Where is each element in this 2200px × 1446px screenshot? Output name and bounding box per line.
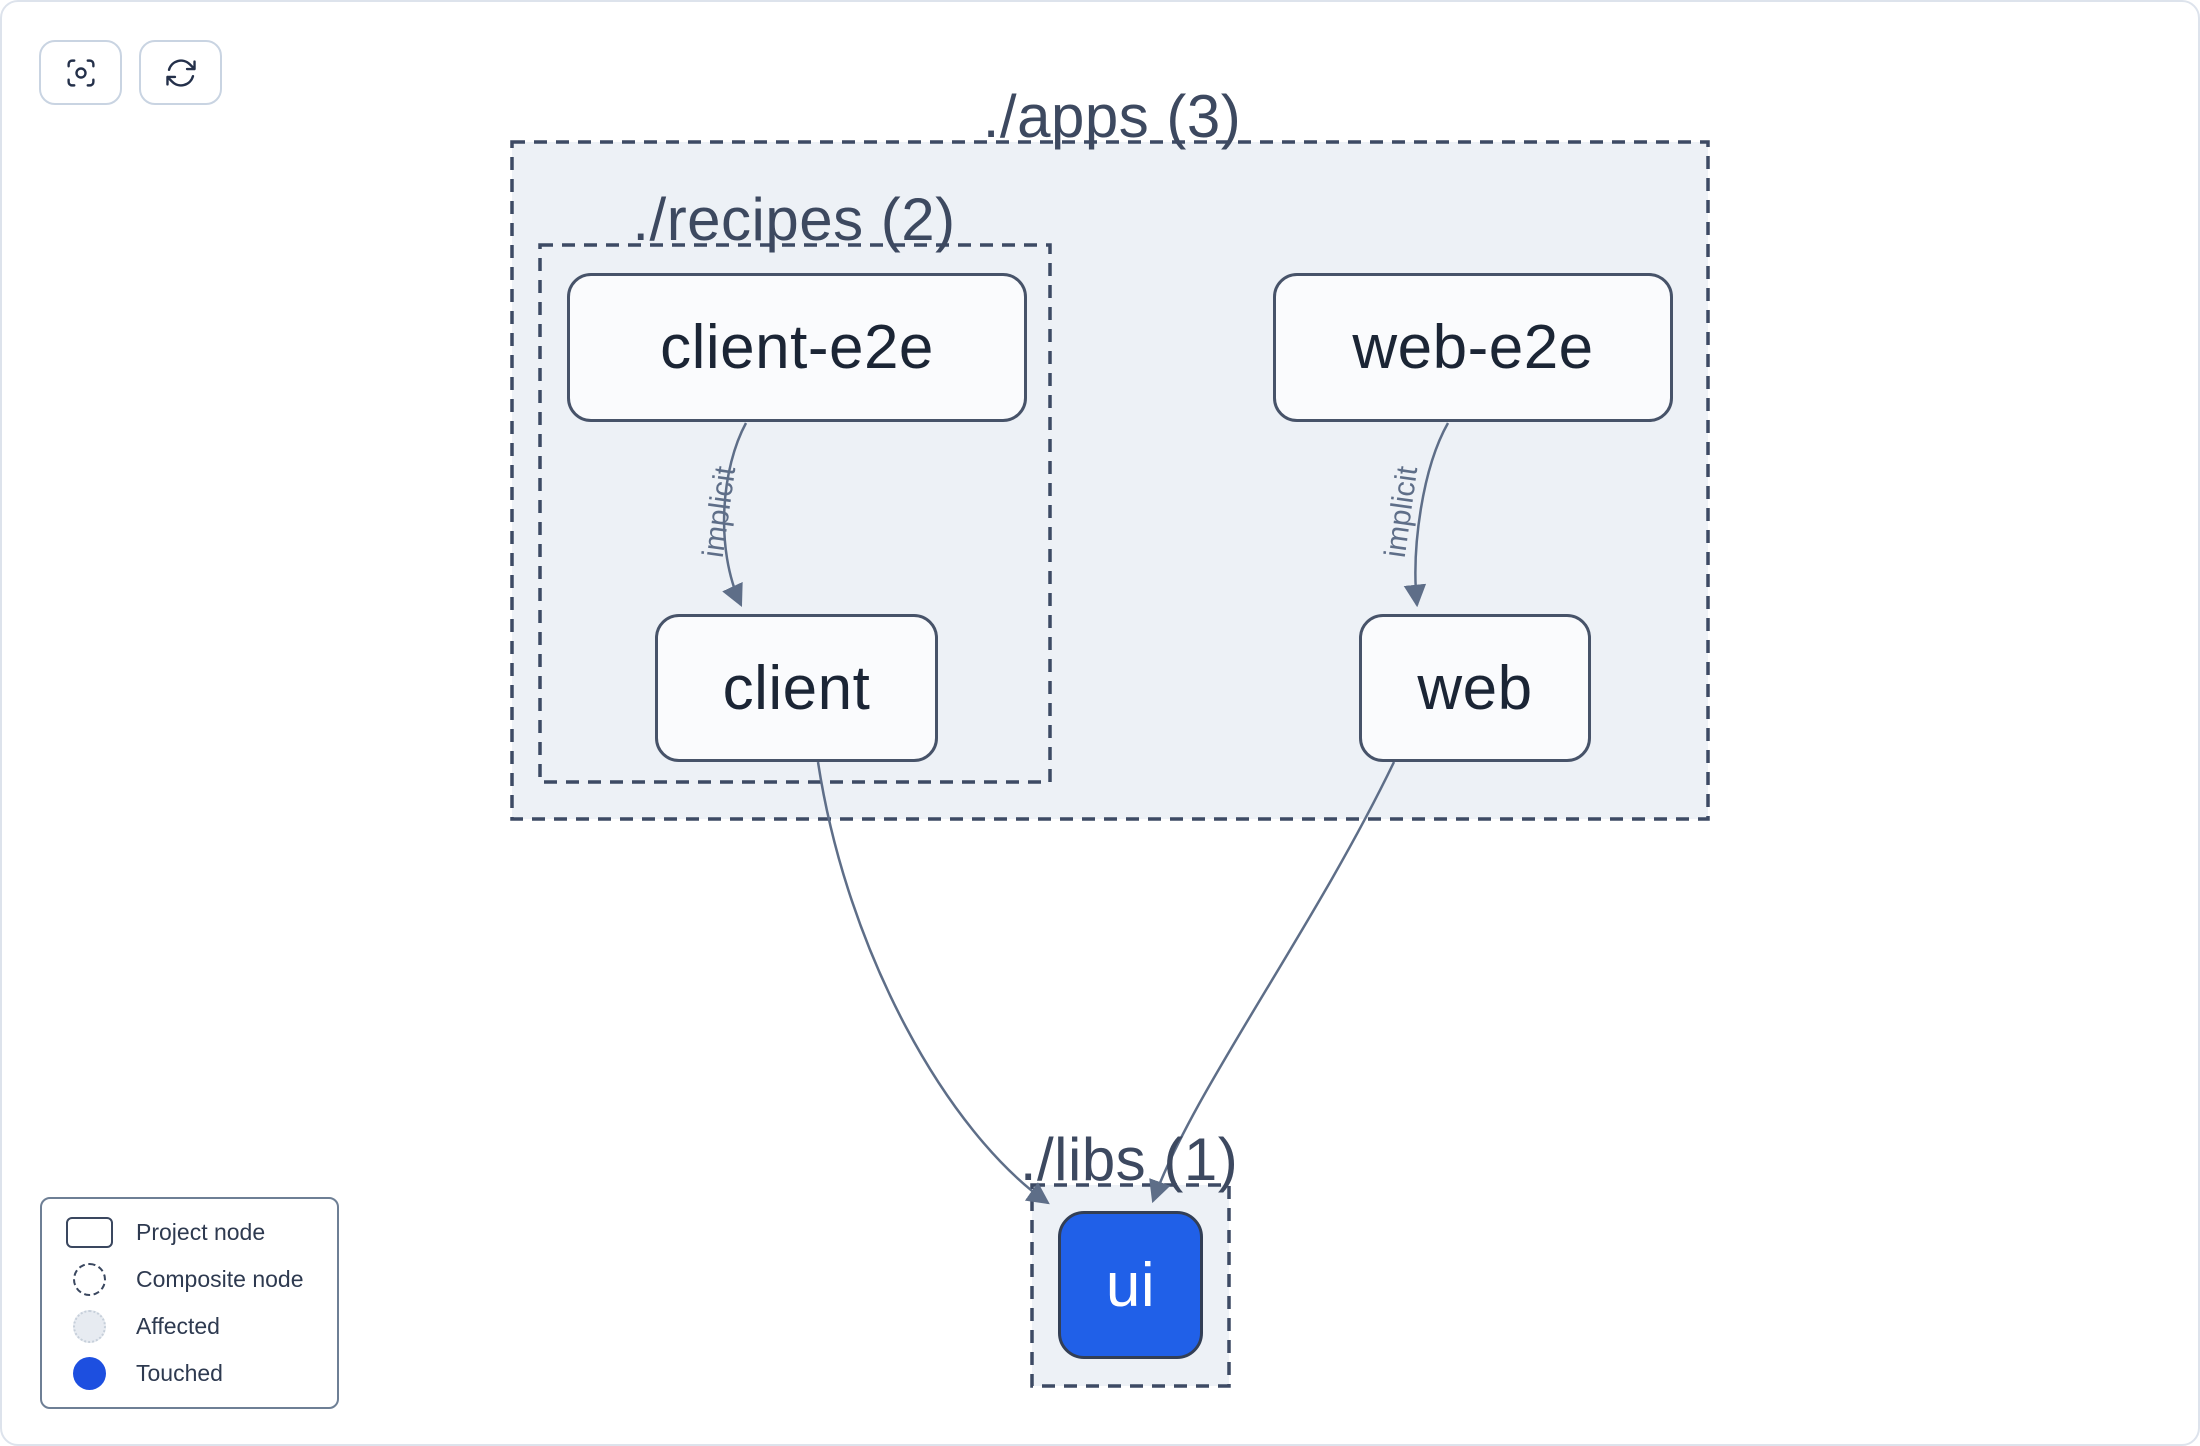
project-node-web-e2e[interactable]: web-e2e bbox=[1273, 273, 1673, 422]
project-node-ui[interactable]: ui bbox=[1058, 1211, 1203, 1359]
legend-label: Touched bbox=[136, 1360, 223, 1386]
edge-client-e2e-to-client bbox=[722, 422, 748, 608]
project-node-client[interactable]: client bbox=[655, 614, 938, 762]
legend-item-project-node: Project node bbox=[60, 1215, 319, 1251]
edge-client-to-ui bbox=[816, 761, 1050, 1205]
legend-item-affected: Affected bbox=[60, 1309, 319, 1345]
group-title-recipes: ./recipes (2) bbox=[632, 186, 956, 253]
project-node-web[interactable]: web bbox=[1359, 614, 1591, 762]
group-title-libs: ./libs (1) bbox=[1019, 1126, 1239, 1193]
touched-swatch-icon bbox=[72, 1357, 106, 1390]
legend-item-composite-node: Composite node bbox=[60, 1262, 319, 1298]
refresh-icon bbox=[165, 58, 196, 87]
viewfinder-focus-icon bbox=[66, 58, 95, 87]
affected-swatch-icon bbox=[72, 1310, 106, 1343]
legend-label: Affected bbox=[136, 1313, 220, 1339]
project-node-swatch-icon bbox=[65, 1217, 113, 1248]
zoom-to-fit-button[interactable] bbox=[39, 40, 122, 105]
legend-label: Project node bbox=[136, 1219, 266, 1245]
legend-item-touched: Touched bbox=[60, 1356, 319, 1392]
legend: Project node Composite node Affected Tou… bbox=[40, 1197, 339, 1409]
edge-web-to-ui bbox=[1149, 761, 1396, 1204]
group-title-apps: ./apps (3) bbox=[982, 83, 1242, 150]
project-node-client-e2e[interactable]: client-e2e bbox=[567, 273, 1027, 422]
composite-node-swatch-icon bbox=[72, 1263, 106, 1296]
edge-web-e2e-to-web bbox=[1403, 422, 1450, 608]
graph-toolbar bbox=[39, 40, 222, 105]
legend-label: Composite node bbox=[136, 1266, 304, 1292]
refresh-button[interactable] bbox=[139, 40, 222, 105]
